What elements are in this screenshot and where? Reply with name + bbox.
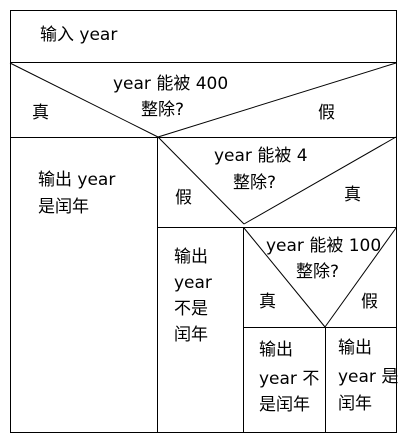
condition-3-false-label: 假	[361, 292, 378, 312]
condition-3-block: year 能被 100 整除? 真 假	[243, 227, 397, 432]
output-2-block: 输出 year 不是 闰年	[174, 247, 212, 345]
condition-1-diagonal-right	[157, 62, 397, 138]
condition-1-text-line2: 整除?	[141, 100, 184, 120]
condition-1-block: year 能被 400 整除? 真 假	[9, 62, 397, 432]
condition-2-false-label: 假	[175, 188, 192, 208]
condition-3-diagonal-right	[324, 227, 397, 328]
output-3-text-line3: 是闰年	[259, 395, 310, 415]
condition-3-true-label: 真	[259, 292, 276, 312]
output-3-block: 输出 year 不 是闰年	[259, 340, 319, 415]
condition-2-diagonal-left	[157, 136, 245, 225]
condition-2-true-label: 真	[344, 185, 361, 205]
output-4-text-line1: 输出	[338, 338, 372, 358]
condition-1-true-label: 真	[32, 103, 49, 123]
output-3-text-line1: 输出	[259, 340, 293, 360]
output-4-text-line3: 闰年	[338, 394, 372, 414]
condition-2-block: year 能被 4 整除? 假 真	[157, 136, 397, 432]
input-block: 输入 year	[10, 25, 396, 63]
output-1-text-line1: 输出 year	[38, 170, 115, 190]
condition-1-false-label: 假	[318, 103, 335, 123]
output-1-block: 输出 year 是闰年	[38, 170, 115, 217]
output-2-text-line1: 输出	[174, 247, 208, 267]
output-2-text-line4: 闰年	[174, 325, 208, 345]
condition-2-text-line1: year 能被 4	[214, 146, 308, 166]
condition-1-text-line1: year 能被 400	[113, 74, 228, 94]
output-2-text-line3: 不是	[174, 299, 208, 319]
diagram-border	[10, 10, 397, 433]
condition-3-text-line1: year 能被 100	[266, 236, 381, 256]
input-label: 输入 year	[40, 25, 117, 45]
output-3-text-line2: year 不	[259, 369, 319, 389]
output-1-text-line2: 是闰年	[38, 197, 89, 217]
condition-3-diagonal-left	[243, 227, 326, 328]
condition-3-text-line2: 整除?	[296, 262, 339, 282]
output-2-text-line2: year	[174, 273, 212, 293]
output-4-text-line2: year 是	[338, 367, 398, 387]
output-4-block: 输出 year 是 闰年	[338, 338, 398, 414]
condition-2-diagonal-right	[243, 136, 397, 225]
condition-1-diagonal-left	[9, 62, 159, 138]
condition-2-text-line2: 整除?	[233, 173, 276, 193]
